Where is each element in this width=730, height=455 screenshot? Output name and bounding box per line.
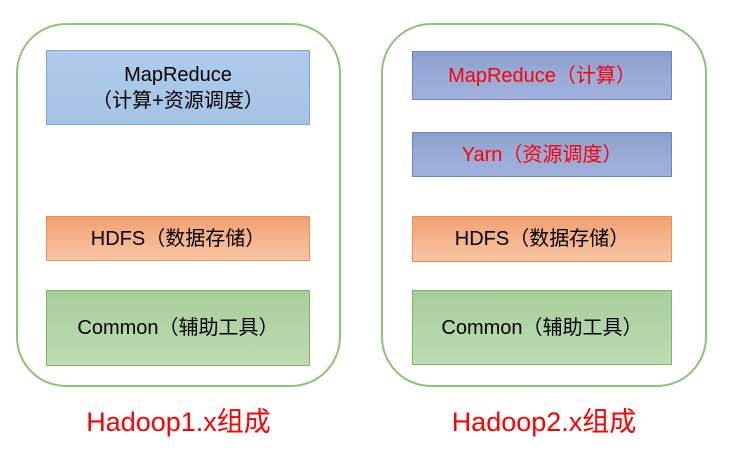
hadoop2x-hdfs-box: HDFS（数据存储） [412, 216, 672, 262]
hadoop1x-common-label: Common（辅助工具） [77, 317, 279, 339]
hadoop1x-mapreduce-box: MapReduce （计算+资源调度） [46, 50, 310, 125]
hadoop2x-caption: Hadoop2.x组成 [451, 407, 637, 437]
hadoop1x-mapreduce-label-line1: MapReduce [124, 63, 232, 86]
hadoop2x-yarn-box: Yarn（资源调度） [412, 132, 672, 177]
hadoop1x-mapreduce-label-line2: （计算+资源调度） [92, 89, 264, 112]
hadoop1x-caption: Hadoop1.x组成 [86, 407, 271, 437]
hadoop1x-hdfs-box: HDFS（数据存储） [46, 216, 310, 261]
hadoop2x-common-box: Common（辅助工具） [412, 290, 672, 365]
hadoop2x-yarn-label: Yarn（资源调度） [461, 143, 623, 166]
hadoop2x-mapreduce-label: MapReduce（计算） [448, 64, 636, 87]
hadoop1x-hdfs-label: HDFS（数据存储） [90, 227, 266, 250]
hadoop1x-common-box: Common（辅助工具） [46, 290, 310, 366]
hadoop2x-hdfs-label: HDFS（数据存储） [454, 228, 630, 250]
hadoop2x-mapreduce-box: MapReduce（计算） [412, 51, 672, 100]
hadoop2x-common-label: Common（辅助工具） [441, 316, 643, 339]
